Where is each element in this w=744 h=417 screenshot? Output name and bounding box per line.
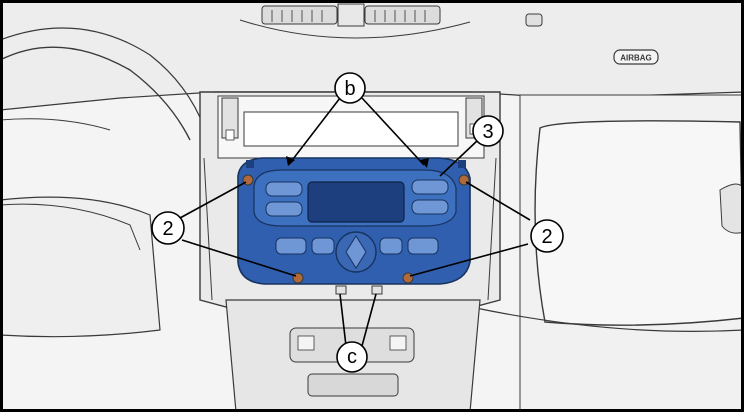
leader-b-right <box>361 97 425 166</box>
dash-lower-edge-right <box>439 299 744 332</box>
button-row-1 <box>275 237 307 255</box>
airbag-text: AIRBAG <box>620 54 652 63</box>
dash-left-contour <box>0 203 141 251</box>
lower-switch-right <box>389 335 407 351</box>
callout-c: c <box>336 341 368 373</box>
airbag-badge <box>613 49 659 65</box>
leader-b-left <box>289 97 341 164</box>
leader-c-left <box>339 293 347 347</box>
button-upper-left <box>265 181 303 197</box>
button-row-4 <box>407 237 439 255</box>
button-lower-right <box>411 199 449 215</box>
screw-bottom-left <box>292 272 304 284</box>
lower-tray <box>307 373 399 397</box>
button-row-2 <box>311 237 335 255</box>
leader-lines <box>179 97 531 347</box>
callout-2-right: 2 <box>530 219 564 253</box>
callout-2-left-text: 2 <box>162 218 173 240</box>
leader-3 <box>439 139 479 177</box>
clip-c-right <box>371 285 383 295</box>
callout-b-text: b <box>344 78 355 100</box>
leader-2-right-top <box>465 181 531 221</box>
clip-top-right <box>458 160 466 168</box>
button-row-3 <box>379 237 403 255</box>
callout-b: b <box>334 72 366 104</box>
dashboard-left <box>0 196 161 338</box>
leader-2-left-top <box>179 181 247 219</box>
console-rail-right <box>487 157 497 301</box>
steering-wheel-rim-inner <box>0 27 211 146</box>
leader-arrowheads <box>286 156 429 168</box>
center-air-vents <box>261 3 441 27</box>
callout-2-left: 2 <box>151 211 185 245</box>
steering-wheel-rim-outer <box>0 46 191 141</box>
clip-c-left <box>335 285 347 295</box>
button-lower-left <box>265 201 303 217</box>
clip-top-left <box>246 160 254 168</box>
bracket-slot-left <box>225 129 235 141</box>
control-unit-display <box>307 181 405 223</box>
screw-bottom-right <box>402 272 414 284</box>
lower-switch-left <box>297 335 315 351</box>
callout-c-text: c <box>347 346 357 368</box>
control-unit <box>237 157 471 285</box>
leader-2-left-bottom <box>181 239 297 277</box>
callout-2-right-text: 2 <box>541 226 552 248</box>
button-upper-right <box>411 179 449 195</box>
glovebox-panel <box>534 120 744 326</box>
leader-2-right-bottom <box>409 243 529 277</box>
control-knob-grip <box>345 235 367 269</box>
glovebox-handle <box>719 183 744 234</box>
leader-c-right <box>361 293 377 347</box>
callout-3: 3 <box>472 115 504 147</box>
steering-column-line <box>0 118 111 131</box>
console-cavity-inner <box>243 111 459 147</box>
vent-surround <box>239 19 471 39</box>
console-rail-left <box>203 157 213 301</box>
callout-3-text: 3 <box>482 121 493 143</box>
sunlight-sensor <box>525 13 543 27</box>
